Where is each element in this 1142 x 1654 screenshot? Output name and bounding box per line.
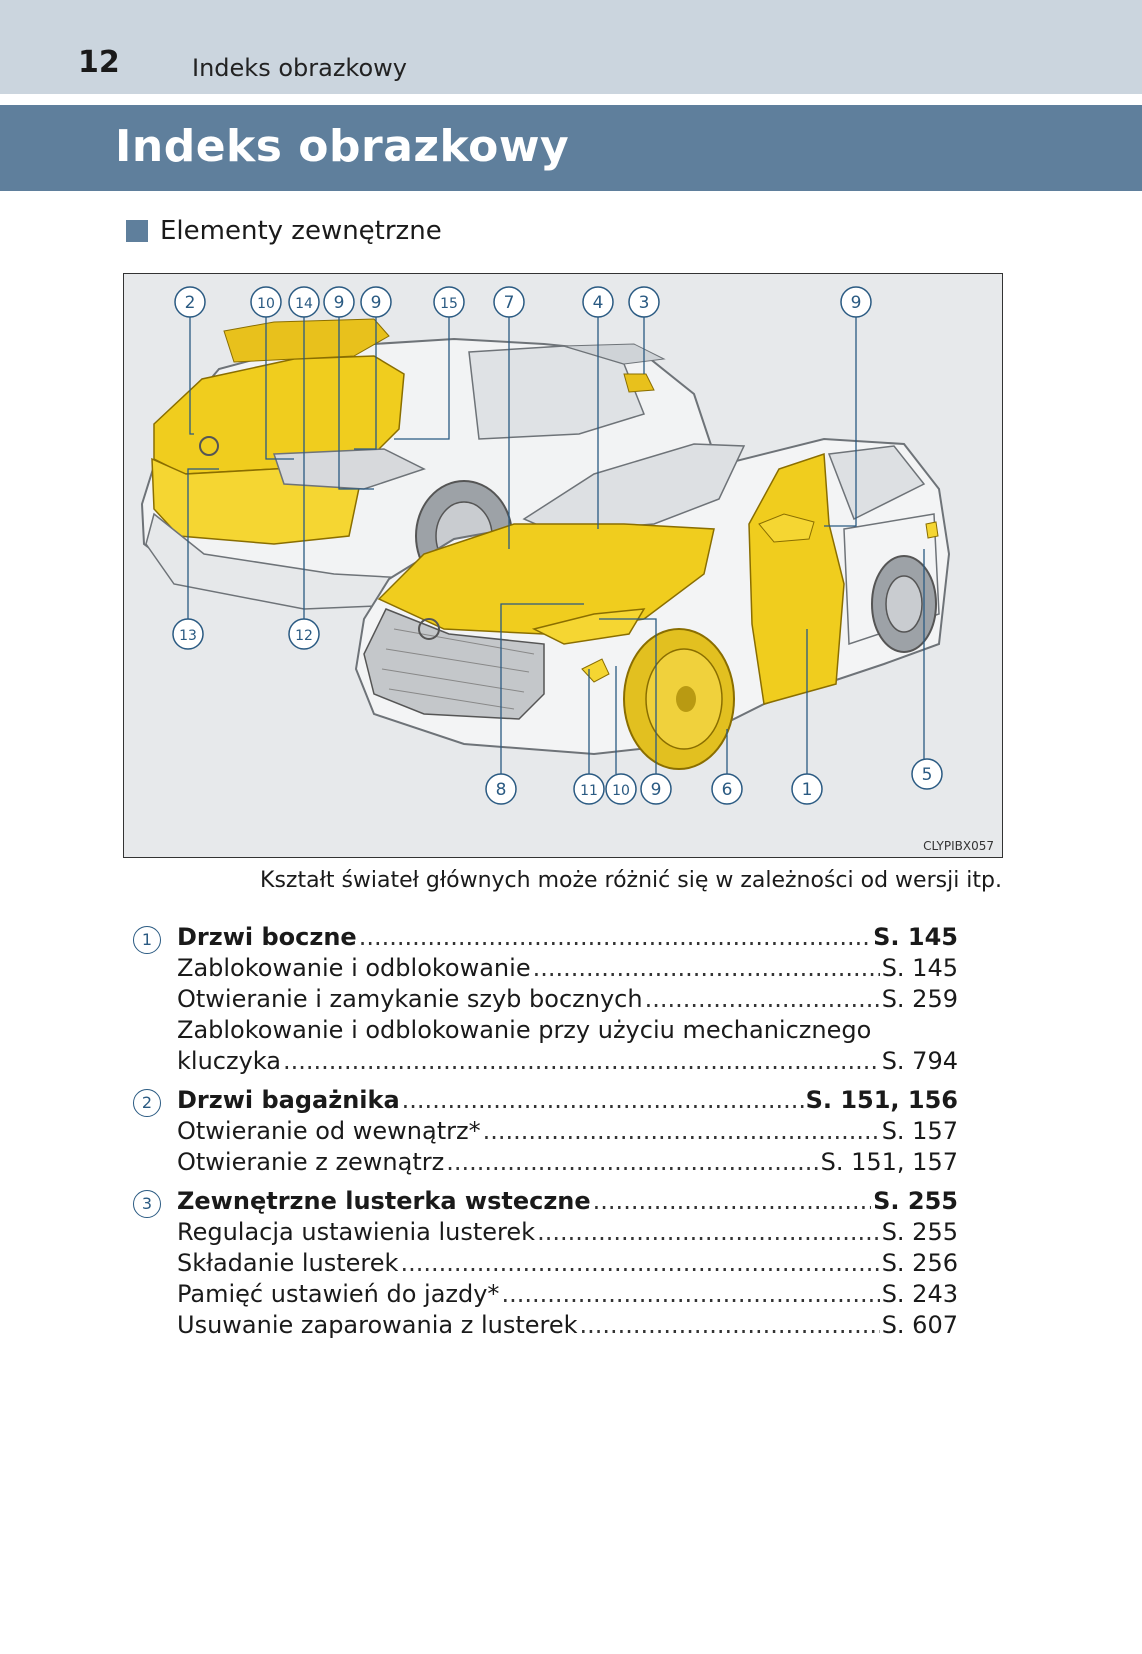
sub-entry-row: Składanie lusterek S. 256 bbox=[133, 1248, 958, 1279]
callouts-top: 2 10 14 9 9 15 7 4 3 9 bbox=[174, 286, 872, 318]
leader-lines bbox=[187, 316, 925, 774]
sub-entry-label: Otwieranie i zamykanie szyb bocznych bbox=[177, 985, 643, 1013]
entry-row: 2 Drzwi bagażnika S. 151, 156 bbox=[133, 1085, 958, 1117]
sub-entry-page: S. 151, 157 bbox=[820, 1148, 958, 1176]
entry-number: 1 bbox=[133, 926, 161, 954]
figure-code: CLYPIBX057 bbox=[923, 839, 994, 853]
entry-row: 3 Zewnętrzne lusterka wsteczne S. 255 bbox=[133, 1186, 958, 1218]
sub-entry-label: Otwieranie z zewnątrz bbox=[177, 1148, 445, 1176]
sub-entry-row: Otwieranie od wewnątrz* S. 157 bbox=[133, 1116, 958, 1147]
sub-entry-label: Usuwanie zaparowania z lusterek bbox=[177, 1311, 578, 1339]
callouts-left: 13 12 bbox=[172, 618, 320, 650]
callout-label: 12 bbox=[295, 628, 313, 644]
header-band bbox=[0, 0, 1142, 94]
callout-label: 13 bbox=[179, 628, 197, 644]
entry-label: Drzwi bagażnika bbox=[177, 1086, 400, 1114]
dot-leader bbox=[446, 1147, 818, 1178]
sub-entry-row: Usuwanie zaparowania z lusterek S. 607 bbox=[133, 1310, 958, 1341]
sub-entry-row: Regulacja ustawienia lusterek S. 255 bbox=[133, 1217, 958, 1248]
dot-leader bbox=[645, 984, 880, 1015]
dot-leader bbox=[593, 1186, 871, 1217]
section-square-icon bbox=[126, 220, 148, 242]
dot-leader bbox=[400, 1248, 879, 1279]
sub-entry-label: Pamięć ustawień do jazdy* bbox=[177, 1280, 500, 1308]
dot-leader bbox=[483, 1116, 880, 1147]
section-heading: Elementy zewnętrzne bbox=[126, 218, 442, 244]
sub-entry-label: Składanie lusterek bbox=[177, 1249, 399, 1277]
callout-label: 10 bbox=[612, 783, 630, 799]
callout-label: 1 bbox=[802, 780, 813, 800]
entry-page: S. 255 bbox=[873, 1187, 958, 1215]
callout-label: 4 bbox=[593, 293, 604, 313]
callout-label: 6 bbox=[722, 780, 733, 800]
callout-label: 10 bbox=[257, 296, 275, 312]
entry-label: Zewnętrzne lusterka wsteczne bbox=[177, 1187, 591, 1215]
sub-entry-row: Otwieranie i zamykanie szyb bocznych S. … bbox=[133, 984, 958, 1015]
sub-entry-label: Zablokowanie i odblokowanie przy użyciu … bbox=[177, 1016, 872, 1044]
car-illustration-svg: 2 10 14 9 9 15 7 4 3 9 13 12 8 11 10 9 6… bbox=[140, 286, 951, 805]
rear-car bbox=[140, 318, 716, 616]
sub-entry-label-continued: kluczyka bbox=[177, 1047, 281, 1075]
sub-entry-page: S. 607 bbox=[881, 1311, 958, 1339]
callout-label: 8 bbox=[496, 780, 507, 800]
sub-entry-label: Regulacja ustawienia lusterek bbox=[177, 1218, 536, 1246]
entry-page: S. 151, 156 bbox=[805, 1086, 958, 1114]
dot-leader bbox=[283, 1046, 880, 1077]
sub-entry-label: Otwieranie od wewnątrz* bbox=[177, 1117, 481, 1145]
sub-entry-row: Zablokowanie i odblokowanie przy użyciu … bbox=[133, 1015, 958, 1046]
callout-label: 3 bbox=[639, 293, 650, 313]
entry-row: 1 Drzwi boczne S. 145 bbox=[133, 922, 958, 954]
section-title: Elementy zewnętrzne bbox=[160, 216, 442, 246]
dot-leader bbox=[402, 1085, 804, 1116]
sub-entry-page: S. 255 bbox=[881, 1218, 958, 1246]
dot-leader bbox=[501, 1279, 879, 1310]
sub-entry-page: S. 243 bbox=[881, 1280, 958, 1308]
callout-label: 2 bbox=[185, 293, 196, 313]
sub-entry-page: S. 157 bbox=[881, 1117, 958, 1145]
running-title: Indeks obrazkowy bbox=[192, 54, 407, 82]
callout-label: 9 bbox=[851, 293, 862, 313]
sub-entry-row: Pamięć ustawień do jazdy* S. 243 bbox=[133, 1279, 958, 1310]
entry-label: Drzwi boczne bbox=[177, 923, 357, 951]
callout-label: 5 bbox=[922, 765, 933, 785]
entry-group: 2 Drzwi bagażnika S. 151, 156 Otwieranie… bbox=[133, 1085, 958, 1178]
sub-entry-page: S. 145 bbox=[881, 954, 958, 982]
callout-label: 15 bbox=[440, 296, 458, 312]
dot-leader bbox=[359, 922, 871, 953]
callouts-bottom: 8 11 10 9 6 1 5 bbox=[485, 758, 943, 805]
page-title: Indeks obrazkowy bbox=[115, 121, 570, 172]
front-car bbox=[354, 437, 951, 770]
entry-group: 3 Zewnętrzne lusterka wsteczne S. 255 Re… bbox=[133, 1186, 958, 1341]
entry-page: S. 145 bbox=[873, 923, 958, 951]
entry-group: 1 Drzwi boczne S. 145 Zablokowanie i odb… bbox=[133, 922, 958, 1077]
car-illustration: 2 10 14 9 9 15 7 4 3 9 13 12 8 11 10 9 6… bbox=[123, 273, 1003, 858]
dot-leader bbox=[533, 953, 880, 984]
index-entries: 1 Drzwi boczne S. 145 Zablokowanie i odb… bbox=[133, 922, 958, 1349]
entry-number: 3 bbox=[133, 1190, 161, 1218]
dot-leader bbox=[537, 1217, 880, 1248]
callout-label: 9 bbox=[371, 293, 382, 313]
sub-entry-label: Zablokowanie i odblokowanie bbox=[177, 954, 531, 982]
callout-label: 7 bbox=[504, 293, 515, 313]
callout-label: 9 bbox=[651, 780, 662, 800]
callout-label: 11 bbox=[580, 783, 598, 799]
sub-entry-row-continued: kluczyka S. 794 bbox=[133, 1046, 958, 1077]
figure-caption: Kształt świateł głównych może różnić się… bbox=[260, 868, 1002, 893]
sub-entry-page: S. 259 bbox=[881, 985, 958, 1013]
sub-entry-row: Zablokowanie i odblokowanie S. 145 bbox=[133, 953, 958, 984]
page-number: 12 bbox=[78, 45, 120, 80]
sub-entry-row: Otwieranie z zewnątrz S. 151, 157 bbox=[133, 1147, 958, 1178]
sub-entry-page: S. 256 bbox=[881, 1249, 958, 1277]
title-bar: Indeks obrazkowy bbox=[0, 105, 1142, 191]
callout-label: 14 bbox=[295, 296, 313, 312]
callout-label: 9 bbox=[334, 293, 345, 313]
entry-number: 2 bbox=[133, 1089, 161, 1117]
sub-entry-page: S. 794 bbox=[881, 1047, 958, 1075]
dot-leader bbox=[580, 1310, 880, 1341]
